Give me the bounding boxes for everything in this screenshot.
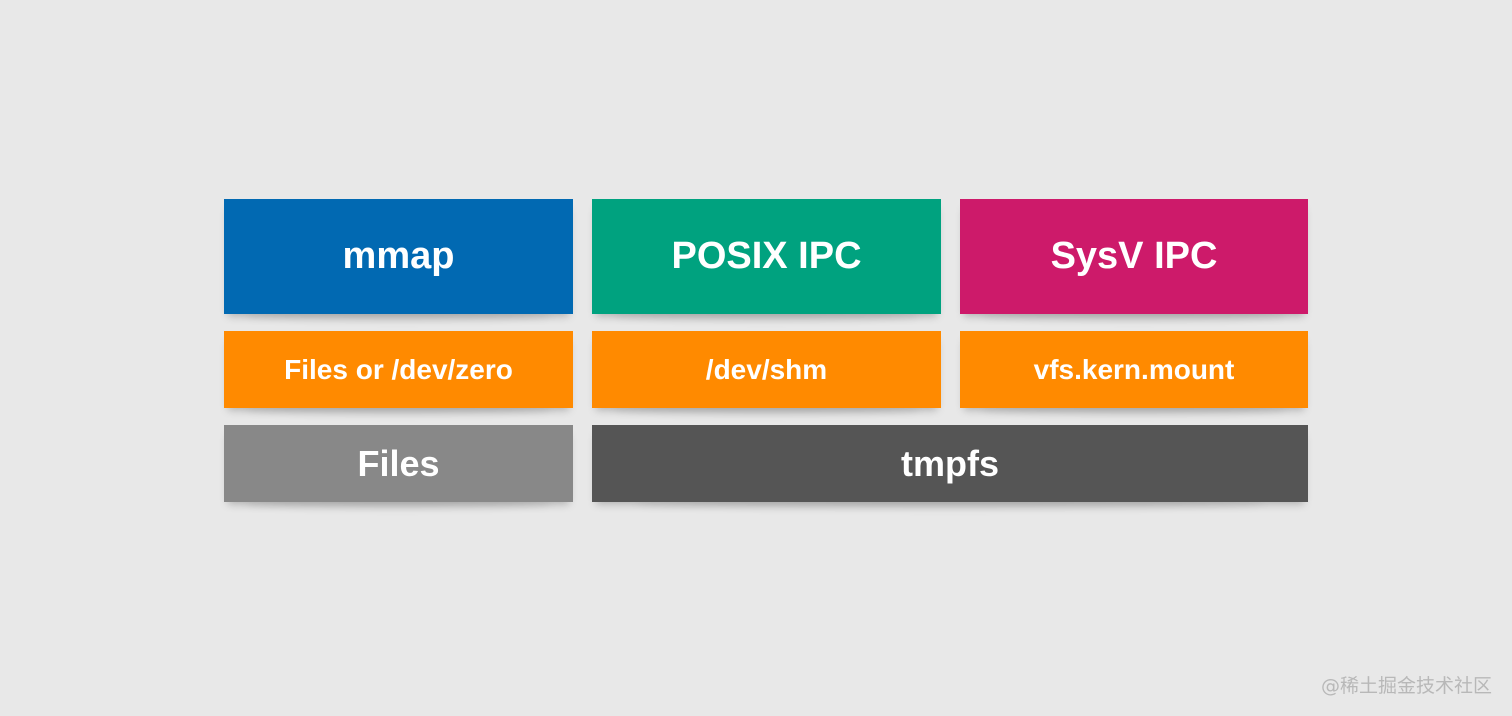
tmpfs-block: tmpfs	[592, 425, 1308, 502]
posix-ipc-block: POSIX IPC	[592, 199, 941, 314]
files-block: Files	[224, 425, 573, 502]
mmap-block: mmap	[224, 199, 573, 314]
files-or-devzero-block: Files or /dev/zero	[224, 331, 573, 408]
vfs-kern-mount-block: vfs.kern.mount	[960, 331, 1308, 408]
sysv-ipc-block: SysV IPC	[960, 199, 1308, 314]
dev-shm-block: /dev/shm	[592, 331, 941, 408]
watermark: @稀土掘金技术社区	[1320, 675, 1492, 697]
